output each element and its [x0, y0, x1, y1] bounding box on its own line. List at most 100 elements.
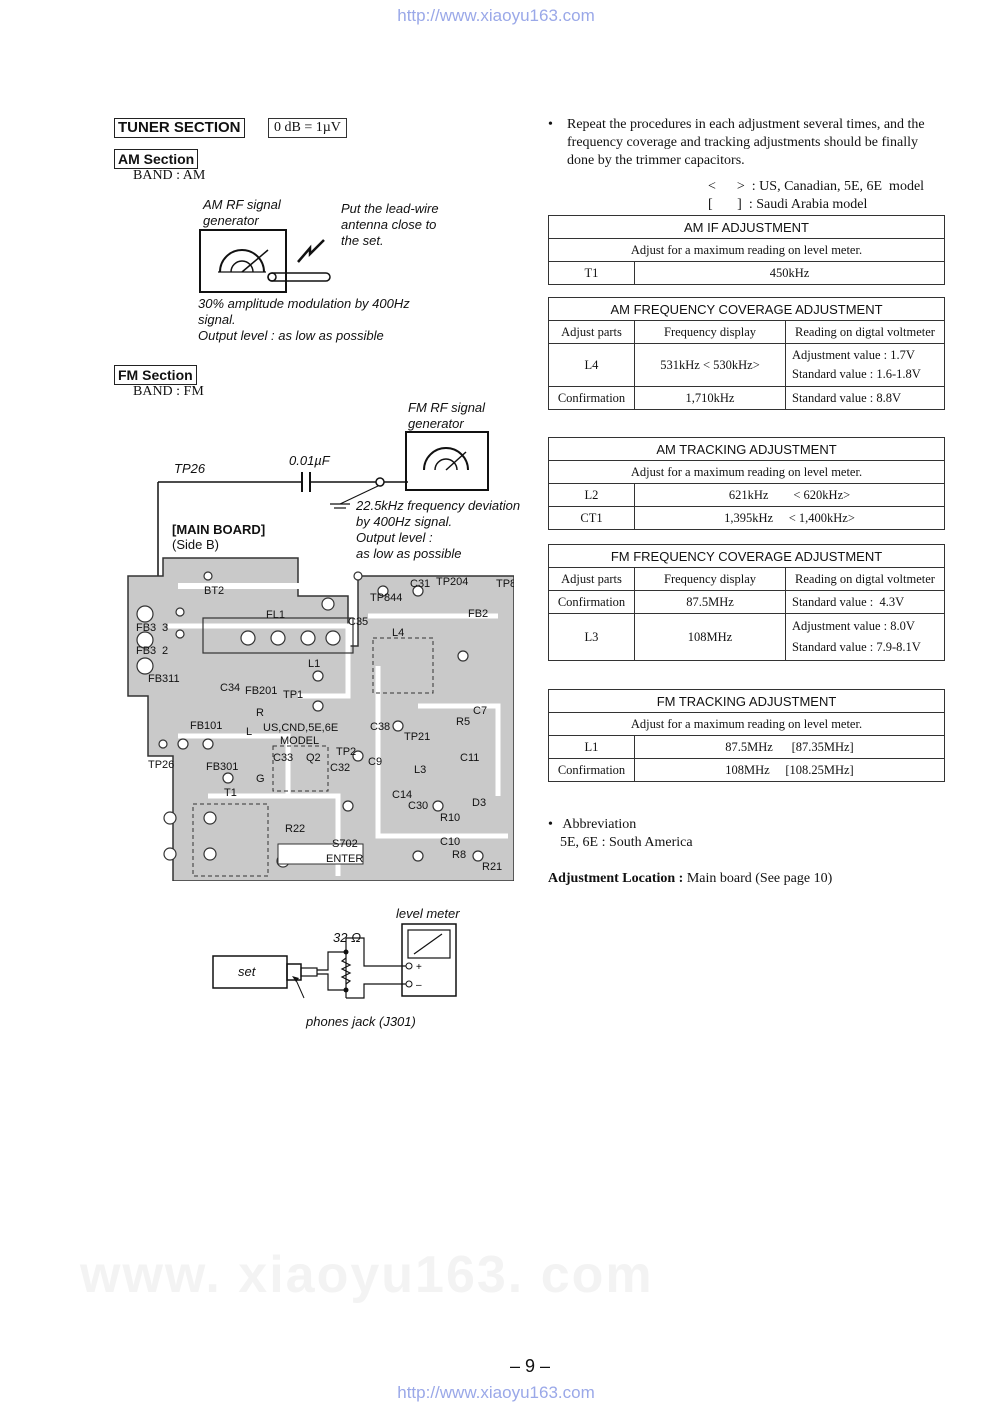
am-if-adjustment-table: AM IF ADJUSTMENT Adjust for a maximum re… [548, 215, 945, 285]
tp26-label: TP26 [174, 461, 206, 476]
am-output-note: Output level : as low as possible [198, 328, 384, 343]
pcb-label: T1 [224, 787, 237, 799]
page-number: – 9 – [509, 1356, 551, 1376]
pcb-drawing [127, 557, 514, 881]
table-title: FM FREQUENCY COVERAGE ADJUSTMENT [548, 544, 945, 568]
pcb-label: FB3 [136, 622, 157, 634]
adjustment-location-label: Adjustment Location : [548, 871, 684, 886]
pcb-label: FB101 [190, 720, 223, 732]
pcb-label: L3 [414, 764, 427, 776]
header-url[interactable]: http://www.xiaoyu163.com [397, 6, 595, 25]
am-frequency-coverage-table: AM FREQUENCY COVERAGE ADJUSTMENT Adjust … [548, 297, 945, 410]
table-cell: Confirmation [548, 590, 635, 614]
pcb-label: C34 [220, 682, 241, 694]
pcb-label: FB3 [136, 645, 157, 657]
pcb-label: L1 [308, 658, 321, 670]
pcb-label: R10 [440, 812, 461, 824]
pcb-label: MODEL [280, 735, 320, 747]
table-cell: Standard value : 8.8V [785, 386, 945, 410]
db-reference: 0 dB = 1µV [268, 118, 347, 138]
table-cell: Standard value : 4.3V [785, 590, 945, 614]
table-title: AM IF ADJUSTMENT [548, 215, 945, 239]
pcb-label: 3 [162, 622, 169, 634]
main-board-label: [MAIN BOARD] [172, 522, 266, 537]
adjustment-location-value: Main board (See page 10) [686, 871, 833, 886]
table-cell: T1 [548, 261, 635, 285]
table-cell: 87.5MHz [634, 590, 786, 614]
pcb-label: FB301 [206, 761, 239, 773]
table-cell: L2 [548, 483, 635, 507]
table-cell: 108MHz [108.25MHz] [634, 758, 945, 782]
pcb-label: 2 [162, 645, 169, 657]
abbreviation-block: • Abbreviation [548, 816, 636, 834]
pcb-label: FB311 [148, 673, 180, 685]
model-legend-2: [ ] : Saudi Arabia model [708, 197, 868, 212]
adjust-value: Adjustment value : 1.7V [792, 348, 915, 362]
pcb-label: R5 [456, 716, 471, 728]
pcb-label: R21 [482, 861, 503, 873]
capacitor-label: 0.01µF [289, 453, 330, 468]
am-modulation-note: 30% amplitude modulation by 400Hz signal… [198, 296, 410, 327]
watermark-bottom: www. xiaoyu163. com [80, 1246, 654, 1304]
pcb-label: TP21 [404, 731, 431, 743]
fm-frequency-coverage-table: FM FREQUENCY COVERAGE ADJUSTMENT Adjust … [548, 544, 945, 661]
table-header: Adjust parts [548, 567, 635, 591]
pcb-label: Q2 [306, 752, 321, 764]
svg-text:–: – [416, 980, 422, 991]
phones-jack-label: phones jack (J301) [306, 1014, 416, 1029]
fm-band: BAND : FM [133, 384, 204, 399]
table-cell: Adjustment value : 8.0V Standard value :… [785, 613, 945, 661]
pcb-label: C9 [368, 756, 383, 768]
fm-tracking-table: FM TRACKING ADJUSTMENT Adjust for a maxi… [548, 689, 945, 782]
pcb-label: C38 [370, 721, 391, 733]
pcb-label: TP204 [436, 576, 469, 588]
adjustment-location: Adjustment Location : Main board (See pa… [548, 870, 832, 888]
table-header: Reading on digtal voltmeter [785, 320, 945, 344]
bullet: • [548, 117, 553, 132]
pcb-label: S702 [332, 838, 358, 850]
standard-value: Standard value : 1.6-1.8V [792, 367, 921, 381]
am-tracking-table: AM TRACKING ADJUSTMENT Adjust for a maxi… [548, 437, 945, 530]
side-b-label: (Side B) [172, 537, 219, 552]
pcb-label: US,CND,5E,6E [263, 722, 339, 734]
pcb-label: R [256, 707, 264, 719]
am-section-label: AM Section [114, 149, 199, 169]
am-generator-label: AM RF signal generator [203, 197, 281, 228]
table-note: Adjust for a maximum reading on level me… [548, 460, 945, 484]
am-band: BAND : AM [133, 168, 206, 183]
pcb-label: BT2 [204, 585, 225, 597]
pcb-label: G [256, 773, 265, 785]
pcb-label: L4 [392, 627, 405, 639]
pcb-label: C10 [440, 836, 461, 848]
abbreviation-item: 5E, 6E : South America [560, 835, 693, 850]
pcb-label: C7 [473, 705, 488, 717]
am-signal-generator-diagram [199, 229, 331, 293]
table-header: Frequency display [634, 320, 786, 344]
table-header: Reading on digtal voltmeter [785, 567, 945, 591]
pcb-label: L [246, 726, 253, 738]
pcb-label: FL1 [266, 609, 285, 621]
abbreviation-title: Abbreviation [562, 817, 637, 832]
table-header: Frequency display [634, 567, 786, 591]
table-cell: 450kHz [634, 261, 945, 285]
pcb-label: C33 [273, 752, 294, 764]
pcb-label: C32 [330, 762, 351, 774]
pcb-label: C11 [460, 752, 480, 764]
table-title: AM TRACKING ADJUSTMENT [548, 437, 945, 461]
fm-output-note-1: Output level : [356, 530, 433, 545]
table-cell: Confirmation [548, 386, 635, 410]
table-cell: 108MHz [634, 613, 786, 661]
pcb-label: C14 [392, 789, 413, 801]
pcb-label: C35 [348, 616, 369, 628]
fm-section-label: FM Section [114, 365, 197, 385]
pcb-label: R8 [452, 849, 467, 861]
pcb-label: FB201 [245, 685, 278, 697]
table-title: FM TRACKING ADJUSTMENT [548, 689, 945, 713]
standard-value: Standard value : 7.9-8.1V [792, 640, 921, 654]
fm-generator-label: FM RF signal generator [408, 400, 486, 431]
table-title: AM FREQUENCY COVERAGE ADJUSTMENT [548, 297, 945, 321]
table-cell: 621kHz < 620kHz> [634, 483, 945, 507]
footer-url[interactable]: http://www.xiaoyu163.com [397, 1383, 595, 1402]
pcb-label: R22 [285, 823, 306, 835]
repeat-note: • Repeat the procedures in each adjustme… [548, 116, 948, 170]
